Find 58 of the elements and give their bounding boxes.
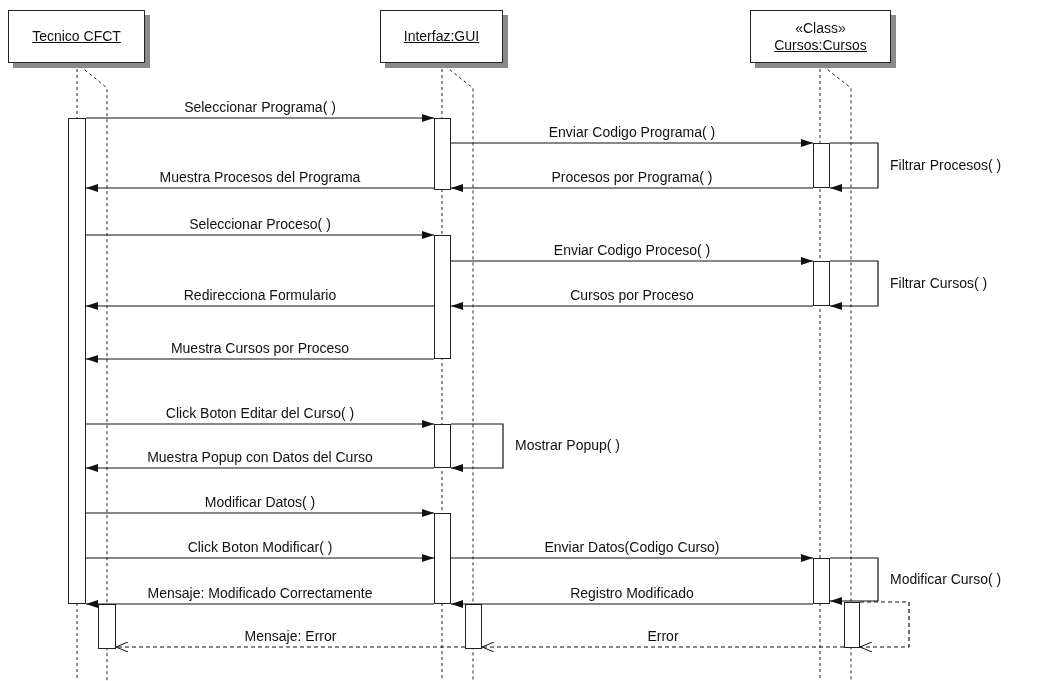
self-message-arrow [829, 557, 879, 605]
message-label: Procesos por Programa( ) [549, 169, 715, 185]
activation-bar [813, 261, 830, 306]
message-arrow [450, 600, 814, 608]
message-label: Click Boton Modificar( ) [185, 539, 335, 555]
message-arrow [85, 231, 435, 239]
message-arrow [85, 114, 435, 122]
message-arrow [85, 509, 435, 517]
message-label: Redirecciona Formulario [181, 287, 339, 303]
activation-bar [98, 604, 116, 649]
message-arrow [85, 184, 435, 192]
self-message-arrow [859, 601, 910, 653]
message-label: Error [645, 628, 681, 644]
message-arrow [450, 257, 814, 265]
message-arrow [85, 302, 435, 310]
self-message-arrow [829, 142, 879, 192]
message-arrow [450, 184, 814, 192]
message-label: Click Boton Editar del Curso( ) [163, 405, 357, 421]
message-label: Cursos por Proceso [568, 287, 696, 303]
activation-bar [434, 424, 451, 468]
message-label: Mensaje: Modificado Correctamente [145, 585, 375, 601]
message-arrow [85, 464, 435, 472]
activation-bar [68, 118, 86, 604]
activation-bar [434, 513, 451, 604]
message-arrow [85, 355, 435, 363]
message-arrow [450, 554, 814, 562]
self-message-arrow [450, 423, 504, 472]
message-arrow [85, 600, 435, 608]
message-label: Filtrar Procesos( ) [888, 156, 1004, 173]
message-arrow [450, 139, 814, 147]
message-label: Muestra Popup con Datos del Curso [145, 449, 375, 465]
stereotype-label: «Class» [795, 19, 846, 37]
message-label: Muestra Procesos del Programa [157, 169, 363, 185]
activation-bar [434, 118, 451, 190]
message-label: Mensaje: Error [242, 628, 339, 644]
message-label: Registro Modificado [568, 585, 696, 601]
message-arrow [85, 554, 435, 562]
object-name: Tecnico CFCT [32, 28, 121, 45]
activation-bar [434, 235, 451, 359]
activation-bar [813, 558, 830, 604]
activation-bar [813, 143, 830, 188]
message-label: Enviar Codigo Programa( ) [546, 124, 718, 140]
message-label: Modificar Curso( ) [888, 570, 1004, 587]
message-label: Modificar Datos( ) [202, 494, 318, 510]
message-label: Seleccionar Programa( ) [182, 99, 338, 115]
message-label: Seleccionar Proceso( ) [187, 216, 333, 232]
object-name: Cursos:Cursos [774, 36, 867, 54]
message-label: Filtrar Cursos( ) [888, 274, 990, 291]
message-arrow [450, 302, 814, 310]
activation-bar [844, 602, 860, 648]
return-arrow [481, 641, 845, 653]
self-message-arrow [829, 260, 879, 310]
return-arrow [115, 641, 466, 653]
message-label: Enviar Datos(Codigo Curso) [542, 539, 722, 555]
object-name: Interfaz:GUI [403, 28, 480, 45]
message-arrow [85, 420, 435, 428]
message-label: Enviar Codigo Proceso( ) [551, 242, 713, 258]
activation-bar [465, 604, 482, 649]
